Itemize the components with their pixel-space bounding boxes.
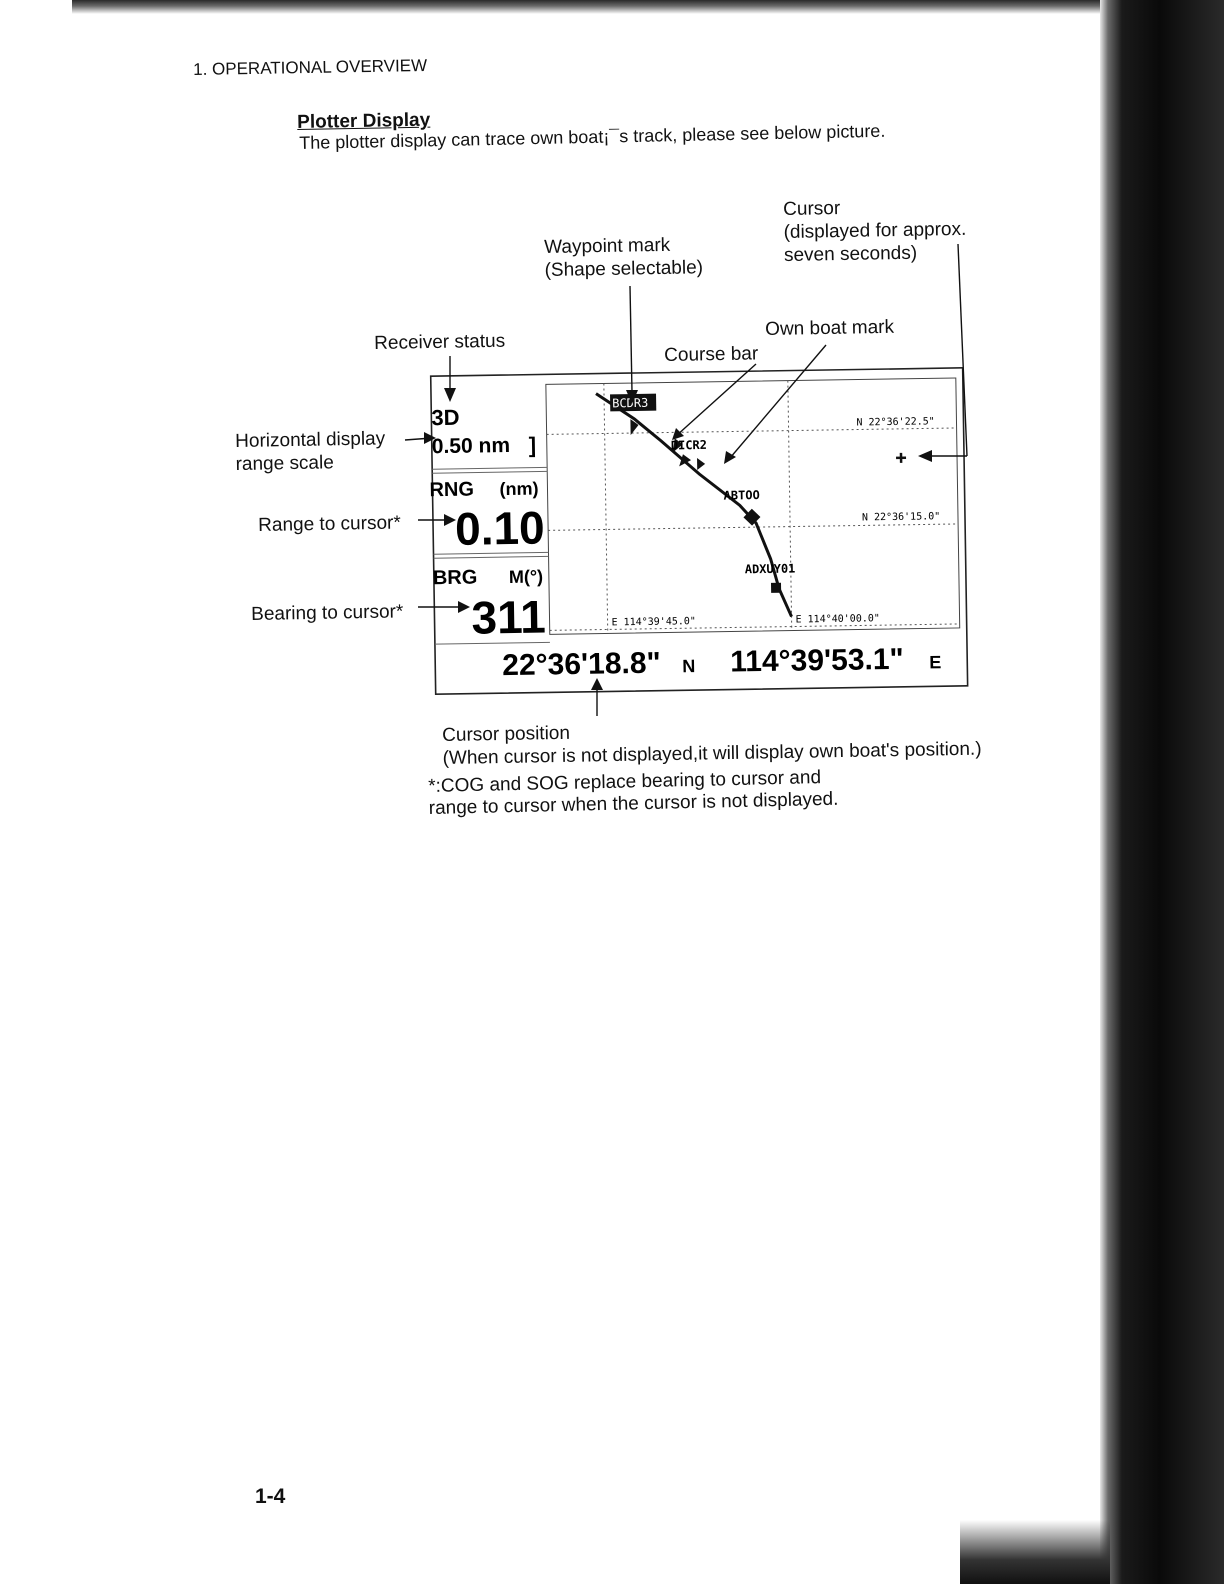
longitude-value: 114°39'53.1" bbox=[730, 643, 904, 679]
arrow-down-icon bbox=[626, 390, 638, 404]
page-number: 1-4 bbox=[255, 1485, 286, 1508]
grid-label-lat-top: N 22°36'22.5" bbox=[856, 416, 934, 428]
own-boat-icon bbox=[697, 458, 706, 471]
scan-edge-right bbox=[1100, 0, 1224, 1584]
scan-edge-bottom bbox=[960, 1520, 1110, 1584]
arrow-right-icon bbox=[424, 432, 436, 444]
waypoint-adxuy01-label: ADXUY01 bbox=[745, 562, 796, 577]
brg-unit: M(°) bbox=[509, 566, 543, 587]
grid-label-lat-mid: N 22°36'15.0" bbox=[862, 511, 940, 523]
brg-value: 311 bbox=[471, 590, 546, 643]
cursor-cross-icon bbox=[896, 452, 907, 463]
latitude-hemisphere: N bbox=[682, 656, 695, 676]
arrow-right-icon bbox=[458, 601, 470, 613]
grid-label-lon-left: E 114°39'45.0" bbox=[612, 616, 696, 628]
footnote: *:COG and SOG replace bearing to cursor … bbox=[428, 767, 839, 819]
screen-frame bbox=[429, 367, 969, 695]
brg-label: BRG bbox=[433, 567, 478, 590]
own-track-line bbox=[595, 392, 793, 618]
arrow-icon bbox=[672, 428, 684, 440]
grid-label-lon-right: E 114°40'00.0" bbox=[795, 613, 879, 625]
arrow-heads bbox=[424, 388, 932, 690]
arrow-down-icon bbox=[444, 388, 456, 402]
arrow-left-icon bbox=[918, 450, 932, 462]
panel-separators bbox=[432, 466, 550, 645]
callout-leaders bbox=[404, 243, 968, 716]
waypoint-abtoo-label: ABTOO bbox=[724, 488, 760, 503]
waypoint-flag-icon bbox=[630, 419, 639, 436]
waypoint-square-icon bbox=[770, 582, 782, 593]
waypoint-bcdr3-label: BCDR3 bbox=[612, 396, 648, 411]
arrow-icon bbox=[724, 451, 736, 464]
waypoint-dicr2-label: DICR2 bbox=[671, 438, 707, 453]
rng-value: 0.10 bbox=[455, 501, 545, 554]
arrow-right-icon bbox=[444, 514, 456, 526]
range-scale-bracket: ] bbox=[529, 433, 537, 458]
longitude-hemisphere: E bbox=[929, 652, 941, 672]
rng-unit: (nm) bbox=[499, 479, 538, 500]
rng-label: RNG bbox=[429, 479, 474, 502]
waypoint-bcdr3-box bbox=[610, 393, 657, 412]
waypoint-flag-icon bbox=[679, 454, 692, 467]
waypoint-flag-icon bbox=[672, 438, 683, 453]
map-area bbox=[545, 377, 961, 635]
receiver-status-value: 3D bbox=[431, 405, 460, 430]
map-grid bbox=[546, 380, 960, 634]
arrow-up-icon bbox=[591, 678, 603, 690]
waypoint-diamond-icon bbox=[743, 508, 761, 526]
scan-edge-top bbox=[72, 0, 1112, 14]
latitude-value: 22°36'18.8" bbox=[502, 647, 661, 682]
range-scale-value: 0.50 nm bbox=[432, 434, 511, 458]
